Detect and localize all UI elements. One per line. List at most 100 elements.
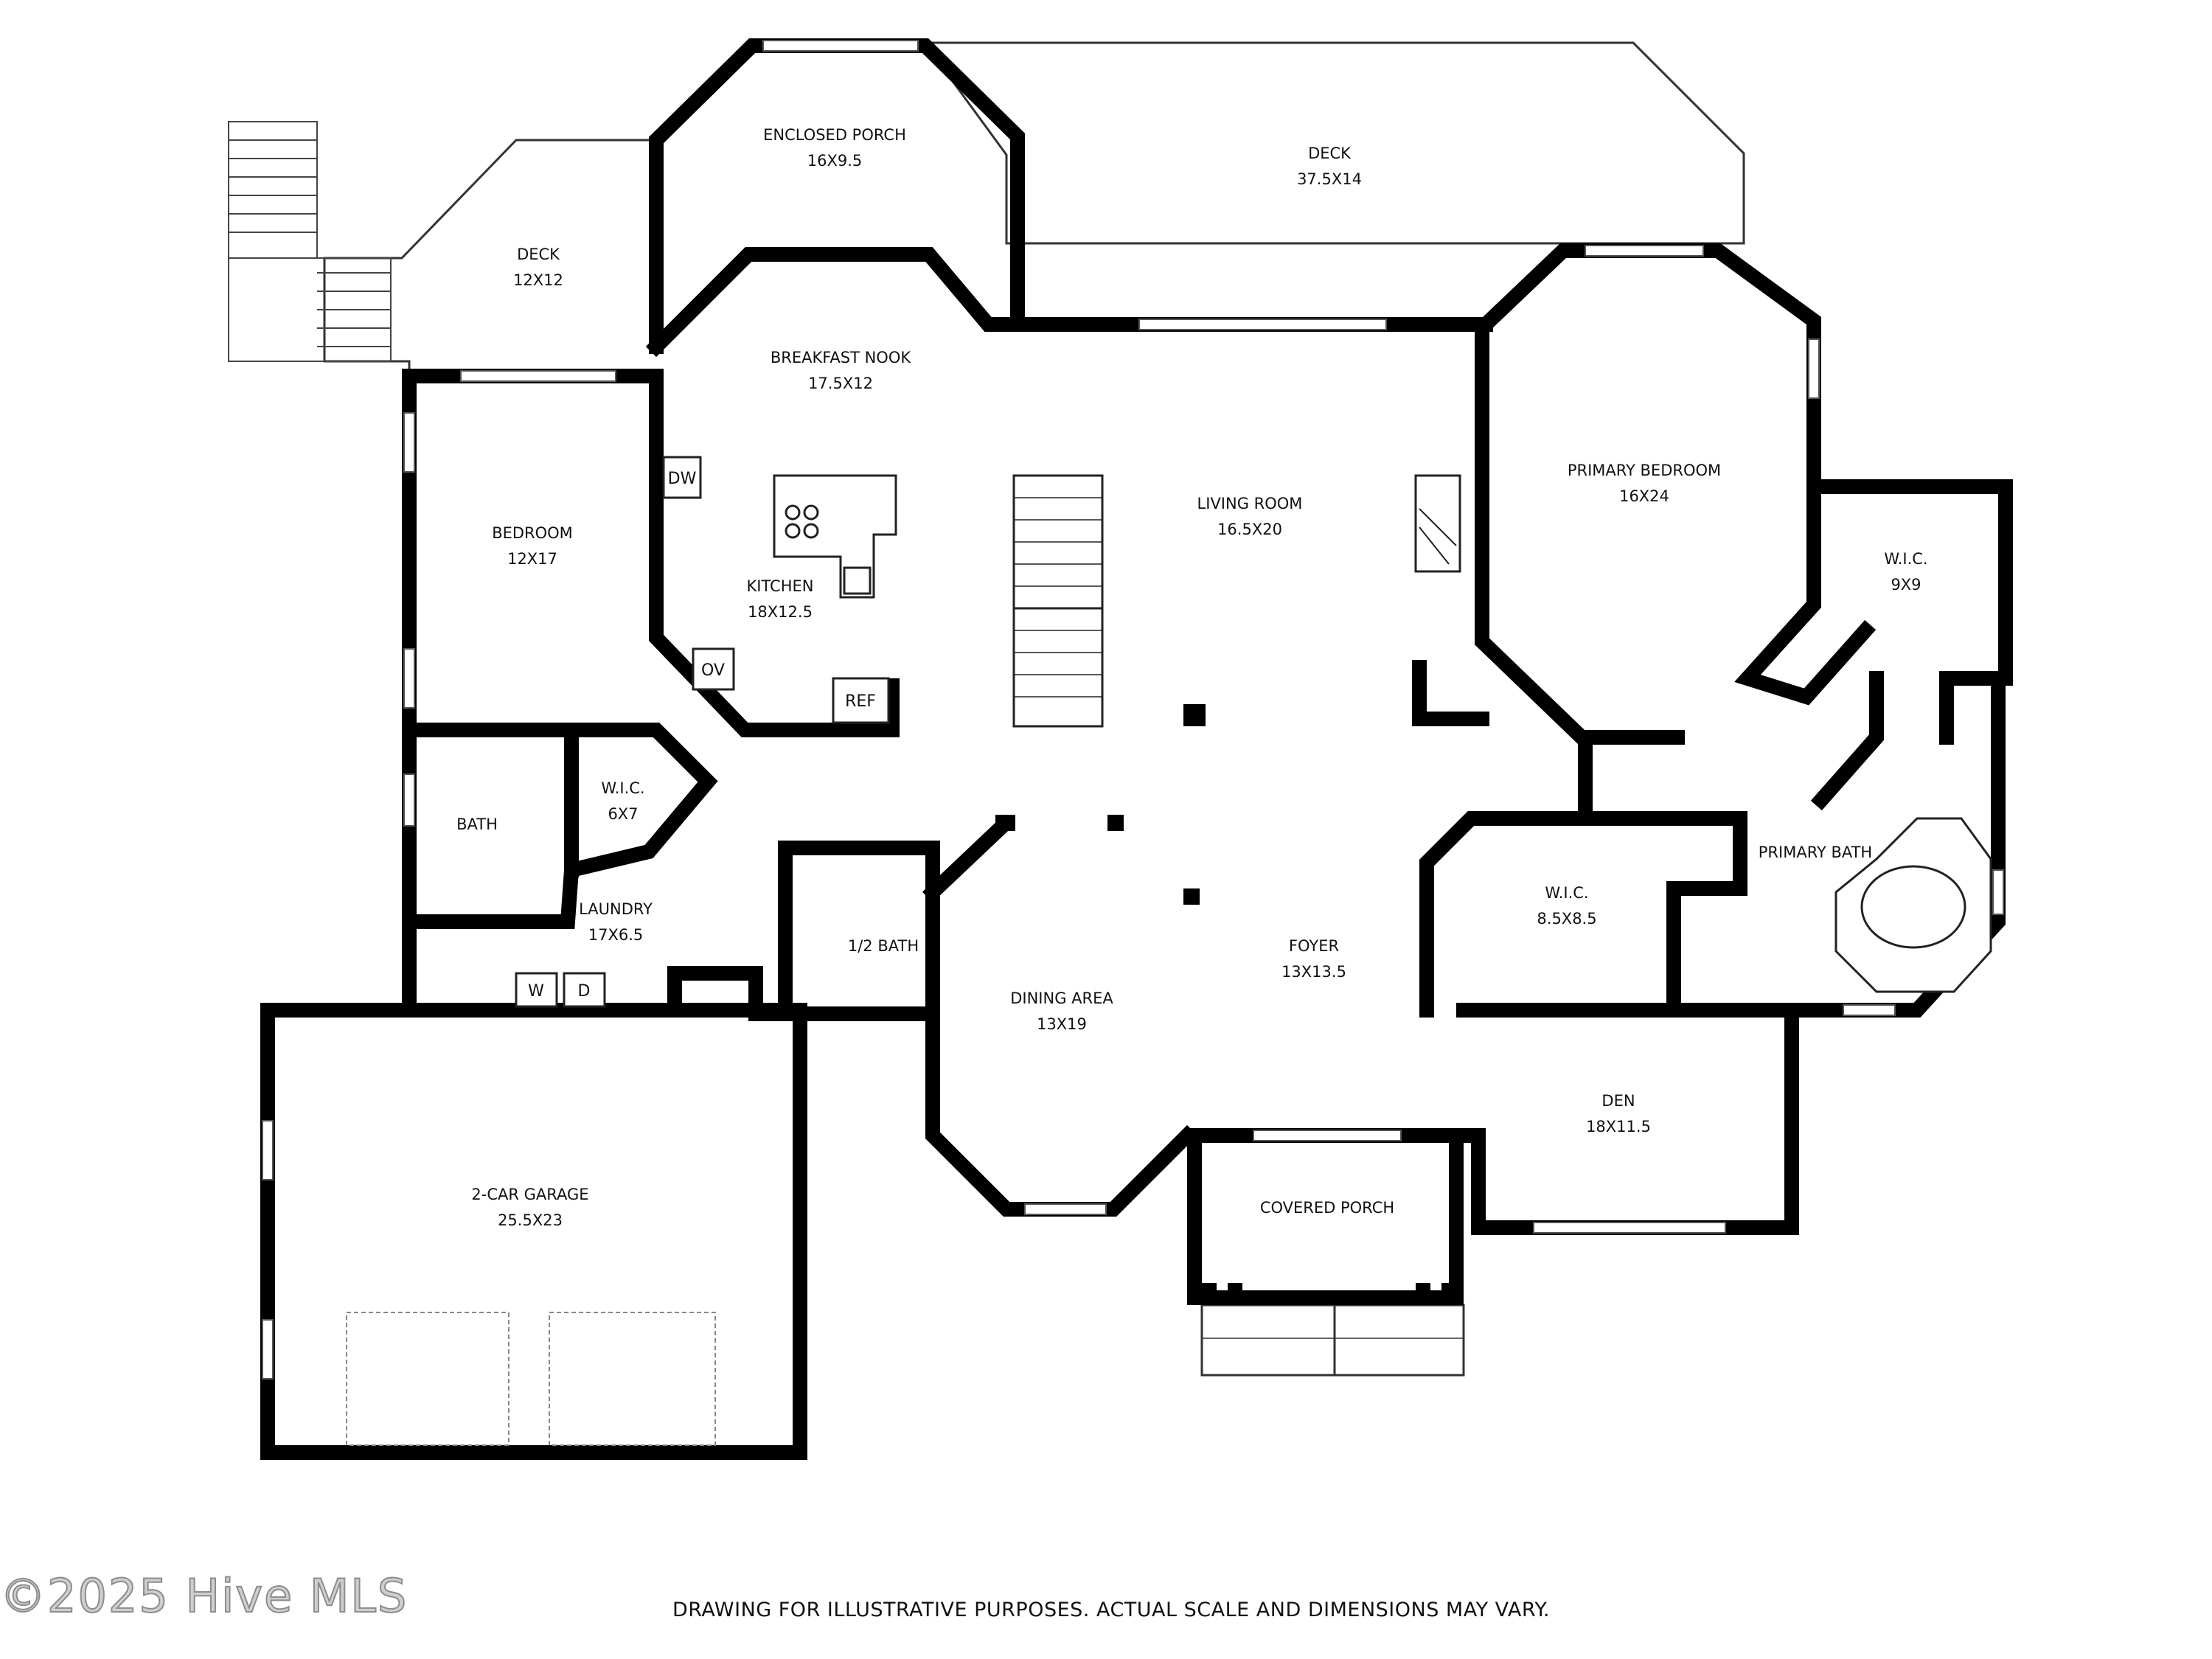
garage-door	[549, 1312, 716, 1446]
wall-wic-primary	[1734, 479, 1877, 706]
room-name-primary-bedroom: PRIMARY BEDROOM	[1568, 462, 1721, 479]
kitchen-island	[773, 474, 897, 599]
room-name-wic-bedroom: W.I.C.	[601, 779, 644, 797]
room-name-wic-primary: W.I.C.	[1884, 550, 1927, 568]
columns	[999, 704, 1456, 1301]
room-dims-deck-rear: 37.5X14	[1297, 170, 1362, 188]
room-name-covered-porch: COVERED PORCH	[1260, 1199, 1394, 1217]
room-name-kitchen: KITCHEN	[747, 577, 814, 595]
wall-dining-south	[925, 885, 1198, 1217]
room-name-half-bath: 1/2 BATH	[848, 937, 919, 955]
wall-foyer-wic	[1419, 811, 1747, 1018]
room-dims-enclosed-porch: 16X9.5	[807, 152, 863, 170]
room-name-bath: BATH	[456, 815, 498, 833]
disclaimer: DRAWING FOR ILLUSTRATIVE PURPOSES. ACTUA…	[672, 1599, 1550, 1621]
oven	[692, 647, 735, 691]
dishwasher-label: DW	[668, 470, 697, 488]
garage-doors	[346, 1312, 716, 1446]
deck-stairs	[228, 121, 392, 362]
room-dims-kitchen: 18X12.5	[748, 603, 813, 621]
room-dims-laundry: 17X6.5	[588, 926, 644, 944]
column	[1183, 888, 1200, 905]
column	[1107, 815, 1124, 831]
column	[1441, 1283, 1456, 1301]
room-name-den: DEN	[1601, 1092, 1635, 1110]
oven-label: OV	[701, 661, 725, 680]
room-dims-foyer: 13X13.5	[1281, 963, 1346, 981]
refrigerator	[832, 677, 890, 724]
windows	[262, 40, 2004, 1380]
garage-door	[346, 1312, 509, 1446]
room-dims-wic-bedroom: 6X7	[608, 805, 638, 823]
window	[262, 1120, 274, 1180]
room-name-deck-side: DECK	[517, 246, 560, 263]
dryer	[563, 972, 606, 1008]
dryer-label: D	[578, 982, 591, 1001]
appliance-labels: DW OV REF W D	[528, 470, 876, 1001]
window	[1138, 319, 1387, 330]
room-name-primary-bath: PRIMARY BATH	[1759, 844, 1872, 861]
window	[403, 412, 415, 473]
window	[1253, 1130, 1402, 1141]
wall-north-living	[645, 247, 1493, 358]
column	[1416, 1283, 1430, 1301]
room-dims-living-room: 16.5X20	[1217, 521, 1282, 538]
column	[999, 815, 1015, 831]
room-dims-deck-side: 12X12	[513, 271, 563, 289]
room-name-laundry: LAUNDRY	[579, 900, 653, 918]
copyright-watermark: ©2025 Hive MLS	[0, 1568, 408, 1624]
fireplace	[1414, 474, 1461, 573]
column	[1183, 704, 1206, 726]
column	[1228, 1283, 1242, 1301]
room-name-deck-rear: DECK	[1308, 145, 1352, 162]
room-name-bedroom: BEDROOM	[492, 524, 573, 542]
interior-stairs	[1012, 474, 1104, 728]
wall-dining	[922, 815, 1010, 903]
room-name-breakfast-nook: BREAKFAST NOOK	[771, 349, 912, 366]
window	[262, 1319, 274, 1380]
appliances	[515, 456, 890, 1008]
column	[1202, 1283, 1217, 1301]
room-dims-wic-primary: 9X9	[1891, 576, 1921, 594]
room-name-wic-foyer: W.I.C.	[1545, 884, 1588, 902]
room-dims-den: 18X11.5	[1586, 1118, 1651, 1135]
soaking-tub	[1834, 817, 1992, 993]
wall-primary-bedroom-south	[1412, 660, 1489, 726]
window	[403, 648, 415, 709]
washer	[515, 972, 558, 1008]
wall-covered-porch	[1187, 1128, 1464, 1305]
window	[1808, 338, 1820, 399]
refrigerator-label: REF	[845, 692, 876, 711]
window	[1024, 1203, 1107, 1215]
wall-laundry	[402, 841, 940, 1021]
room-labels: ENCLOSED PORCH 16X9.5 DECK 37.5X14 DECK …	[456, 126, 1928, 1229]
window	[403, 773, 415, 827]
room-name-garage: 2-CAR GARAGE	[471, 1186, 588, 1203]
window	[1533, 1222, 1726, 1234]
room-dims-wic-foyer: 8.5X8.5	[1537, 910, 1596, 928]
window	[1843, 1004, 1896, 1016]
window	[1992, 869, 2004, 915]
washer-label: W	[528, 982, 544, 1001]
wall-kitchen-counter	[649, 369, 900, 737]
room-dims-garage: 25.5X23	[498, 1211, 563, 1229]
room-name-enclosed-porch: ENCLOSED PORCH	[763, 126, 906, 144]
room-name-living-room: LIVING ROOM	[1197, 495, 1303, 512]
room-dims-dining-area: 13X19	[1037, 1015, 1087, 1033]
wall-primary-bedroom	[1475, 243, 2013, 745]
room-dims-bedroom: 12X17	[507, 550, 557, 568]
window	[460, 370, 616, 382]
room-name-dining-area: DINING AREA	[1010, 990, 1113, 1007]
dishwasher	[662, 456, 702, 499]
room-name-foyer: FOYER	[1289, 937, 1339, 955]
wall-bath-block	[402, 723, 718, 929]
wall-bath-inner	[1810, 671, 1884, 811]
wall-garage	[260, 1003, 807, 1460]
porch-steps-outline	[1200, 1304, 1465, 1377]
room-dims-primary-bedroom: 16X24	[1619, 487, 1669, 505]
room-dims-breakfast-nook: 17.5X12	[808, 375, 873, 392]
window	[1585, 245, 1704, 257]
window	[762, 40, 919, 52]
wall-primary-bedroom-sw	[1475, 321, 1685, 745]
